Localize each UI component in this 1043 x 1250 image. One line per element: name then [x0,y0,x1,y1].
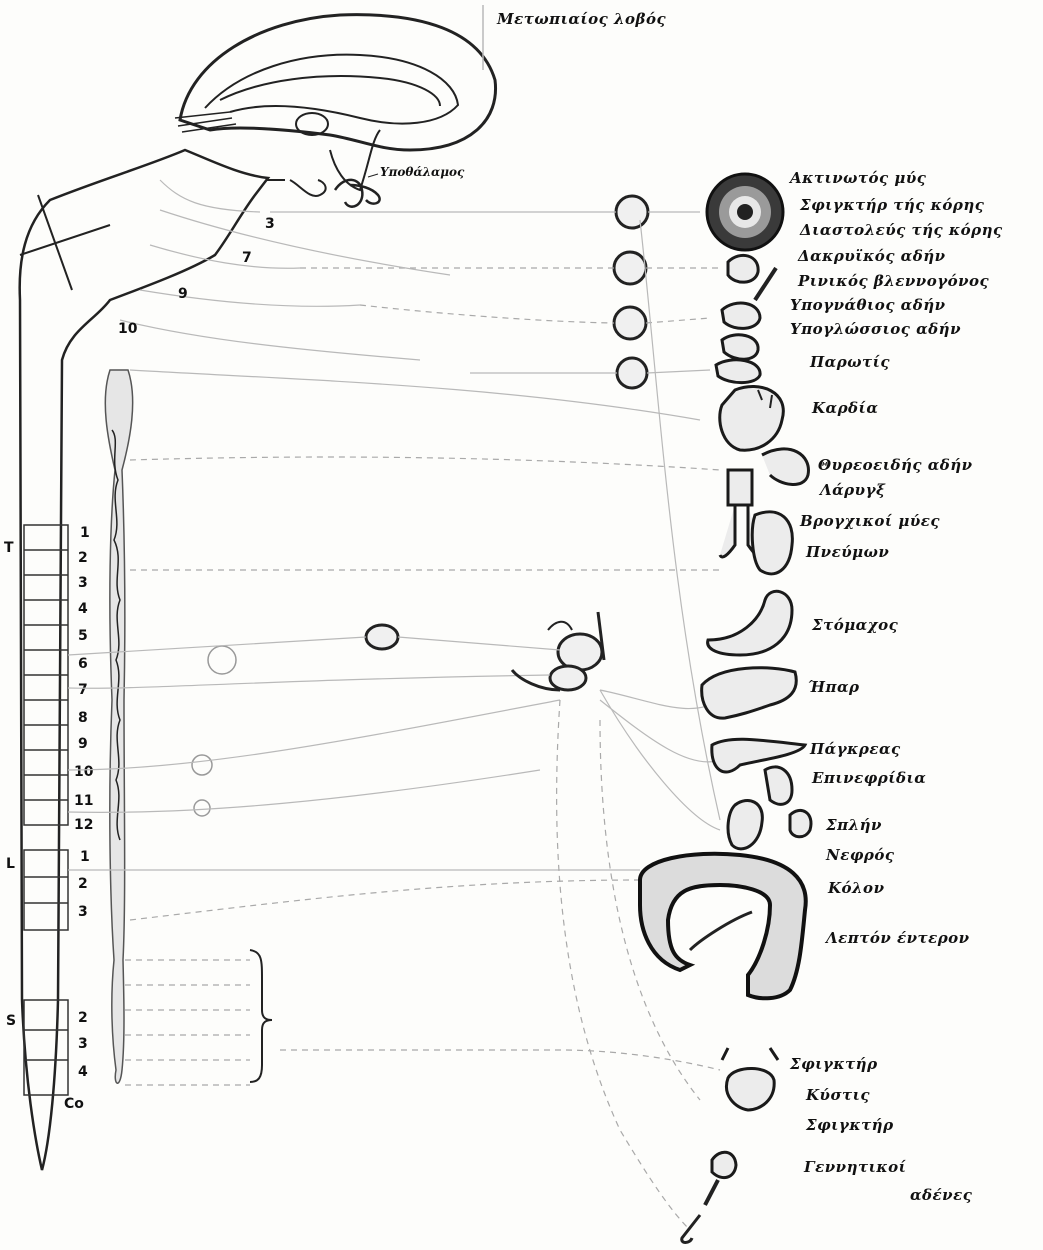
organ-label-ciliary-muscle: Ακτινωτός μύς [788,169,927,187]
cranial-number: 7 [242,250,252,266]
frontal-lobe-label: Μετωπιαίος λοβός [496,10,666,28]
organ-label-pupil-dilator: Διαστολεύς τής κόρης [799,221,1003,239]
organ-label-small-intestine: Λεπτόν έντερον [824,929,970,947]
organ-label-bladder: Κύστις [805,1086,870,1104]
organ-illustrations [640,174,811,1243]
organ-label-pancreas: Πάγκρεας [809,740,901,758]
region-label-sacral: S [6,1013,16,1029]
thoracic-number: 9 [78,736,88,752]
thoracic-number: 6 [78,656,88,672]
cranial-nerve-numbers: 3 7 9 10 [118,216,275,337]
spinal-segments: Τ L S 1 2 3 4 5 6 7 8 9 10 11 12 1 2 3 2… [4,525,272,1112]
region-label-lumbar: L [6,856,15,872]
sacral-number: 4 [78,1064,88,1080]
organ-label-nasal-mucosa: Ρινικός βλεννογόνος [797,272,990,290]
thoracic-number: 1 [80,525,90,541]
organ-labels: Ακτινωτός μύς Σφιγκτήρ τής κόρης Διαστολ… [788,169,1003,1204]
brain-illustration: Μετωπιαίος λοβός Υποθάλαμος [175,5,666,207]
eye-organ [707,174,783,250]
organ-label-pupil-sphincter: Σφιγκτήρ τής κόρης [799,196,985,214]
organ-label-spleen: Σπλήν [825,816,882,834]
region-label-thoracic: Τ [4,540,14,556]
organ-label-stomach: Στόμαχος [811,616,899,634]
chain-ganglia-faint [192,646,236,816]
cranial-number: 3 [265,216,275,232]
organ-label-parotid: Παρωτίς [809,353,890,371]
organ-label-heart: Καρδία [811,399,878,417]
cranial-number: 10 [118,321,138,337]
organ-label-sphincter-lower: Σφιγκτήρ [805,1116,894,1134]
organ-label-sphincter-upper: Σφιγκτήρ [789,1055,878,1073]
thoracic-number: 7 [78,682,88,698]
thoracic-number: 10 [74,764,94,780]
thoracic-number: 2 [78,550,88,566]
thoracic-number: 12 [74,817,93,833]
organ-label-kidney: Νεφρός [825,846,895,864]
lumbar-number: 2 [78,876,88,892]
thoracic-number: 8 [78,710,88,726]
organ-label-liver: Ήπαρ [808,678,860,696]
thoracic-number: 4 [78,601,88,617]
sympathetic-chain [105,370,132,1083]
sacral-number: 2 [78,1010,88,1026]
cranial-number: 9 [178,286,188,302]
thoracic-number: 11 [74,793,93,809]
organ-label-lacrimal-gland: Δακρυϊκός αδήν [797,247,946,265]
ganglia [366,196,648,690]
thoracic-number: 3 [78,575,88,591]
organ-label-genital: Γεννητικοί [803,1158,907,1176]
hypothalamus-label: Υποθάλαμος [380,165,465,179]
organ-label-thyroid: Θυρεοειδής αδήν [818,456,973,474]
sacral-number: 3 [78,1036,88,1052]
organ-label-sublingual-gland: Υπογλώσσιος αδήν [790,320,961,338]
organ-label-bronchial-muscles: Βρογχικοί μύες [799,512,940,530]
organ-label-lung: Πνεύμων [805,543,889,561]
lumbar-number: 1 [80,849,90,865]
thoracic-number: 5 [78,628,88,644]
lumbar-number: 3 [78,904,88,920]
organ-label-adrenals: Επινεφρίδια [811,769,926,787]
organ-label-glands: αδένες [910,1186,973,1204]
organ-label-colon: Κόλον [827,879,885,897]
organ-label-submandibular-gland: Υπογνάθιος αδήν [790,296,946,314]
organ-label-larynx: Λάρυγξ [818,481,886,499]
coccyx-mark: Co [64,1096,84,1112]
